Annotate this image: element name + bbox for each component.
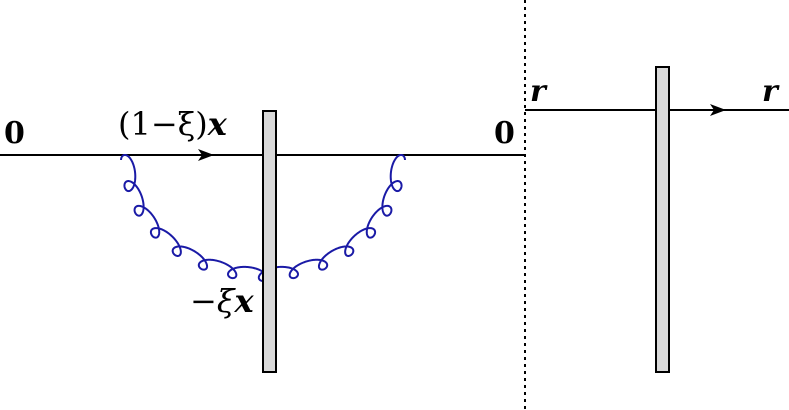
left-panel: 0 0 (1−ξ)x −ξx: [0, 105, 524, 373]
bottom-vertex-label-prefix: −ξ: [190, 282, 236, 320]
left-end-label: 0: [494, 116, 515, 151]
right-quark-arrow: [710, 104, 726, 116]
top-vertex-label: (1−ξ)x: [118, 105, 228, 143]
left-quark-arrow: [198, 149, 214, 161]
left-shockwave: [262, 110, 277, 373]
bottom-vertex-label-vec: x: [233, 282, 254, 320]
right-start-label: r: [530, 74, 548, 109]
right-panel: r r: [525, 66, 789, 373]
top-vertex-label-paren: (1−ξ): [118, 105, 208, 143]
right-end-label: r: [762, 74, 780, 109]
left-start-label: 0: [4, 116, 25, 151]
top-vertex-label-vec: x: [207, 105, 228, 143]
right-shockwave: [655, 66, 670, 373]
bottom-vertex-label: −ξx: [190, 282, 254, 320]
